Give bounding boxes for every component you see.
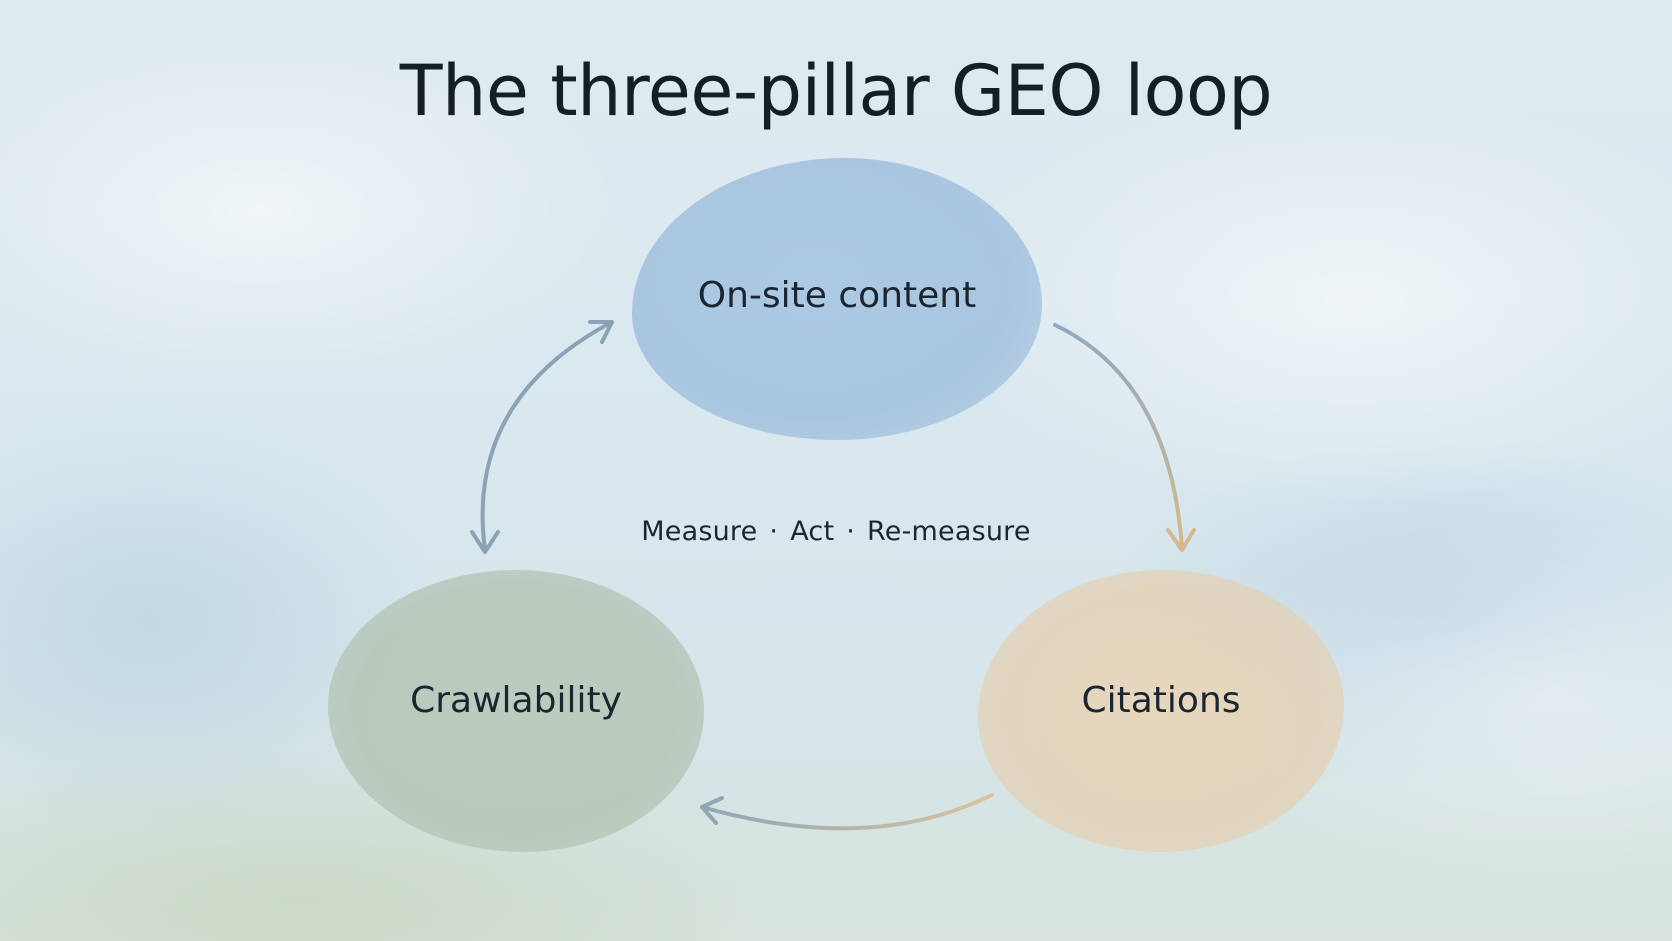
on-site-content-blob — [632, 158, 1042, 440]
node-on-site-content: On-site content — [632, 158, 1042, 440]
citations-blob — [978, 570, 1344, 852]
node-label-on-site-content: On-site content — [697, 274, 977, 316]
caption-separator: · — [846, 516, 856, 547]
caption-act: Act — [790, 516, 835, 547]
arrow-citations-to-crawlability — [700, 793, 994, 831]
caption-measure: Measure — [641, 516, 758, 547]
node-label-crawlability: Crawlability — [410, 679, 622, 721]
node-label-citations: Citations — [1081, 679, 1241, 721]
crawlability-blob — [328, 570, 704, 852]
loop-caption: Measure · Act · Re-measure — [0, 516, 1672, 547]
node-citations: Citations — [978, 570, 1344, 852]
diagram-title: The three-pillar GEO loop — [399, 50, 1273, 132]
caption-separator: · — [769, 516, 779, 547]
node-crawlability: Crawlability — [328, 570, 704, 852]
caption-re-measure: Re-measure — [867, 516, 1031, 547]
